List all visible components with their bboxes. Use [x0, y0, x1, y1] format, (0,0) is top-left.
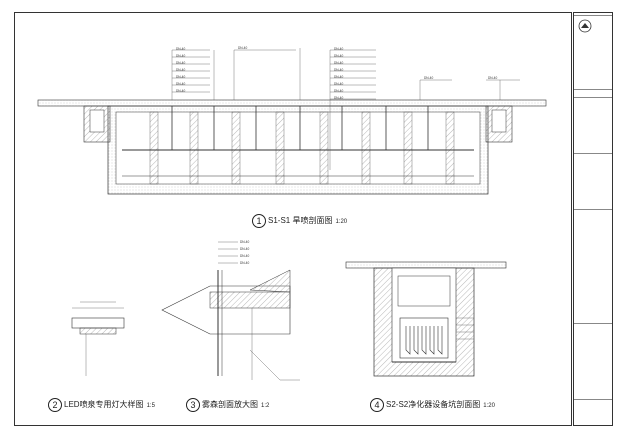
view-scale: 1:5	[146, 403, 155, 410]
nozzles	[171, 106, 429, 150]
view-title: LED喷泉专用灯大样图	[64, 400, 144, 410]
note: DN-40	[240, 247, 250, 251]
note: DN-40	[176, 75, 186, 79]
note: DN-40	[240, 254, 250, 258]
view-scale: 1:20	[483, 403, 495, 410]
note: DN-40	[334, 82, 344, 86]
view1-notes-right: DN-40 DN-40 DN-40 DN-40 DN-40 DN-40 DN-4…	[334, 46, 343, 102]
note: DN-40	[176, 68, 186, 72]
note: DN-40	[176, 89, 186, 93]
title-block	[573, 12, 613, 426]
view-number: 1	[252, 214, 266, 228]
note: DN-40	[240, 261, 250, 265]
note: DN-40	[176, 82, 186, 86]
note: DN-40	[176, 61, 186, 65]
view-title: 雾森剖面放大图	[202, 400, 258, 410]
firm-logo-icon	[578, 19, 592, 33]
pool-piers	[149, 111, 455, 185]
note: DN-40	[334, 47, 344, 51]
view-title: S1-S1 旱喷剖面图	[268, 216, 333, 226]
view-title: S2-S2净化器设备坑剖面图	[386, 400, 481, 410]
view-scale: 1:2	[261, 403, 270, 410]
view1-notes-left: DN-40 DN-40 DN-40 DN-40 DN-40 DN-40 DN-4…	[176, 46, 185, 95]
view-number: 4	[370, 398, 384, 412]
view1-tag-right-2: DN-40	[488, 76, 498, 80]
note: DN-40	[176, 47, 186, 51]
note: DN-40	[334, 75, 344, 79]
view3-notes: DN-40 DN-40 DN-40 DN-40	[240, 239, 249, 267]
drawing-frame	[14, 12, 572, 426]
view1-note-mid: DN-40	[238, 46, 248, 50]
note: DN-40	[334, 61, 344, 65]
note: DN-40	[176, 54, 186, 58]
view-scale: 1:20	[335, 219, 348, 226]
note: DN-40	[334, 89, 344, 93]
view1-tag-right-1: DN-40	[424, 76, 434, 80]
note: DN-40	[334, 68, 344, 72]
filter-elements	[405, 326, 443, 355]
note: DN-40	[240, 240, 250, 244]
note: DN-40	[334, 54, 344, 58]
view-number: 3	[186, 398, 200, 412]
note: DN-40	[334, 96, 344, 100]
view-number: 2	[48, 398, 62, 412]
